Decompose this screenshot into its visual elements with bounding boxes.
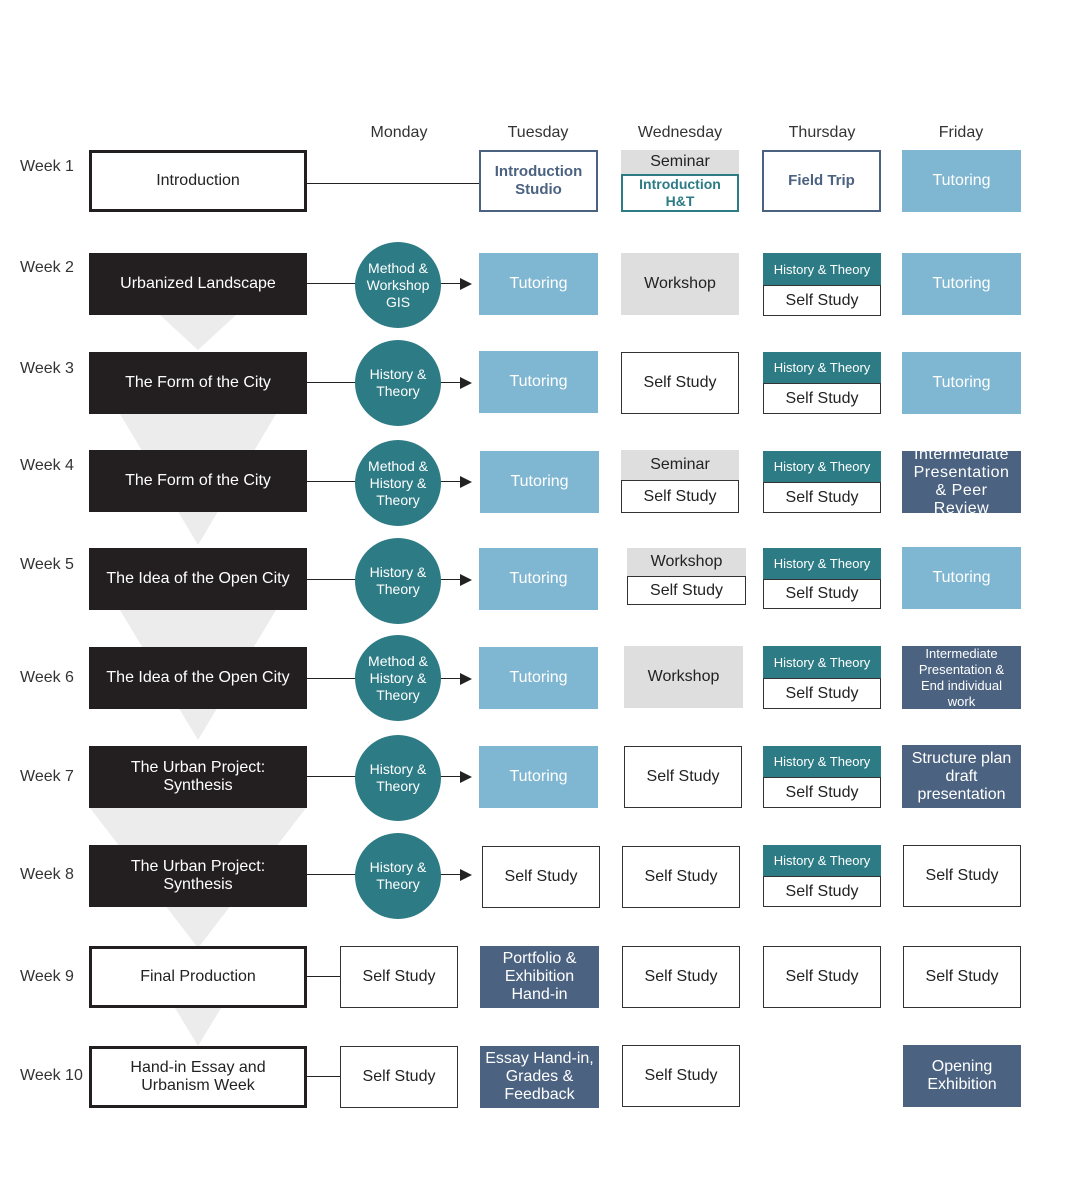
- monday-method-circle: Method & History & Theory: [355, 440, 441, 526]
- arrow-head: [460, 673, 472, 685]
- wednesday-session-top: Seminar: [621, 450, 739, 480]
- topic-box: The Urban Project: Synthesis: [89, 746, 307, 808]
- friday-session: Opening Exhibition: [903, 1045, 1021, 1107]
- arrow-head: [460, 869, 472, 881]
- arrow-head: [460, 377, 472, 389]
- friday-session: Intermediate Presentation & Peer Review: [902, 446, 1021, 517]
- day-header-tuesday: Tuesday: [507, 124, 569, 141]
- wednesday-session-bottom: Self Study: [627, 576, 746, 605]
- thursday-session-bottom: Self Study: [763, 579, 881, 609]
- topic-box: The Form of the City: [89, 352, 307, 414]
- monday-method-circle: History & Theory: [355, 833, 441, 919]
- thursday-session-top: History & Theory: [763, 646, 881, 678]
- monday-session: Self Study: [340, 946, 458, 1008]
- week-label: Week 5: [20, 556, 74, 573]
- thursday-session-top: History & Theory: [763, 845, 881, 876]
- thursday-session-bottom: Self Study: [763, 482, 881, 513]
- connector-line: [306, 976, 342, 977]
- week-label: Week 2: [20, 259, 74, 276]
- wednesday-session-bottom: Introduction H&T: [621, 174, 739, 212]
- day-header-wednesday: Wednesday: [637, 124, 723, 141]
- tuesday-session: Tutoring: [479, 253, 598, 315]
- thursday-session-top: History & Theory: [763, 253, 881, 285]
- friday-session: Structure plan draft presentation: [902, 745, 1021, 808]
- tuesday-session: Tutoring: [479, 548, 598, 610]
- arrow-head: [460, 278, 472, 290]
- tuesday-session: Tutoring: [480, 451, 599, 513]
- funnel-triangle: [175, 1008, 221, 1046]
- week-label: Week 3: [20, 360, 74, 377]
- week-label: Week 1: [20, 158, 74, 175]
- tuesday-session: Portfolio & Exhibition Hand-in: [480, 946, 599, 1008]
- wednesday-session-top: Seminar: [621, 150, 739, 174]
- thursday-session-bottom: Self Study: [763, 678, 881, 709]
- thursday-session-bottom: Self Study: [763, 383, 881, 414]
- wednesday-session: Self Study: [622, 1045, 740, 1107]
- monday-method-circle: Method & Workshop GIS: [355, 242, 441, 328]
- wednesday-session: Workshop: [624, 646, 743, 708]
- thursday-session-top: History & Theory: [763, 352, 881, 383]
- tuesday-session: Essay Hand-in, Grades & Feedback: [480, 1046, 599, 1108]
- monday-method-circle: History & Theory: [355, 538, 441, 624]
- monday-session: Self Study: [340, 1046, 458, 1108]
- week-label: Week 4: [20, 457, 74, 474]
- wednesday-session: Self Study: [621, 352, 739, 414]
- topic-box: The Form of the City: [89, 450, 307, 512]
- day-header-thursday: Thursday: [788, 124, 856, 141]
- friday-session: Tutoring: [902, 253, 1021, 315]
- arrow-head: [460, 476, 472, 488]
- funnel-triangle: [160, 315, 236, 350]
- wednesday-session: Workshop: [621, 253, 739, 315]
- friday-session: Tutoring: [902, 150, 1021, 212]
- wednesday-session: Self Study: [624, 746, 742, 808]
- day-header-monday: Monday: [370, 124, 428, 141]
- thursday-session-bottom: Self Study: [763, 876, 881, 907]
- topic-box: The Idea of the Open City: [89, 548, 307, 610]
- thursday-session-top: History & Theory: [763, 746, 881, 777]
- wednesday-session: Self Study: [622, 946, 740, 1008]
- thursday-session: Field Trip: [762, 150, 881, 212]
- tuesday-session: Self Study: [482, 846, 600, 908]
- topic-box: Introduction: [89, 150, 307, 212]
- topic-box: Hand-in Essay and Urbanism Week: [89, 1046, 307, 1108]
- week-label: Week 10: [20, 1067, 83, 1084]
- topic-box: The Idea of the Open City: [89, 647, 307, 709]
- topic-box: The Urban Project: Synthesis: [89, 845, 307, 907]
- tuesday-session: Tutoring: [479, 746, 598, 808]
- topic-box: Urbanized Landscape: [89, 253, 307, 315]
- friday-session: Self Study: [903, 845, 1021, 907]
- monday-method-circle: Method & History & Theory: [355, 635, 441, 721]
- friday-session: Tutoring: [902, 547, 1021, 609]
- thursday-session-top: History & Theory: [763, 548, 881, 579]
- thursday-session-top: History & Theory: [763, 451, 881, 482]
- tuesday-session: Introduction Studio: [479, 150, 598, 212]
- day-header-friday: Friday: [938, 124, 984, 141]
- wednesday-session-bottom: Self Study: [621, 480, 739, 513]
- monday-method-circle: History & Theory: [355, 340, 441, 426]
- friday-session: Self Study: [903, 946, 1021, 1008]
- connector-line: [306, 1076, 342, 1077]
- wednesday-session: Self Study: [622, 846, 740, 908]
- week-label: Week 6: [20, 669, 74, 686]
- thursday-session: Self Study: [763, 946, 881, 1008]
- tuesday-session: Tutoring: [479, 351, 598, 413]
- arrow-head: [460, 574, 472, 586]
- topic-box: Final Production: [89, 946, 307, 1008]
- friday-session: Tutoring: [902, 352, 1021, 414]
- week-label: Week 9: [20, 968, 74, 985]
- friday-session: Intermediate Presentation & End individu…: [902, 646, 1021, 709]
- connector-line: [306, 183, 480, 184]
- thursday-session-bottom: Self Study: [763, 285, 881, 316]
- wednesday-session-top: Workshop: [627, 548, 746, 576]
- arrow-head: [460, 771, 472, 783]
- thursday-session-bottom: Self Study: [763, 777, 881, 808]
- week-label: Week 7: [20, 768, 74, 785]
- week-label: Week 8: [20, 866, 74, 883]
- tuesday-session: Tutoring: [479, 647, 598, 709]
- monday-method-circle: History & Theory: [355, 735, 441, 821]
